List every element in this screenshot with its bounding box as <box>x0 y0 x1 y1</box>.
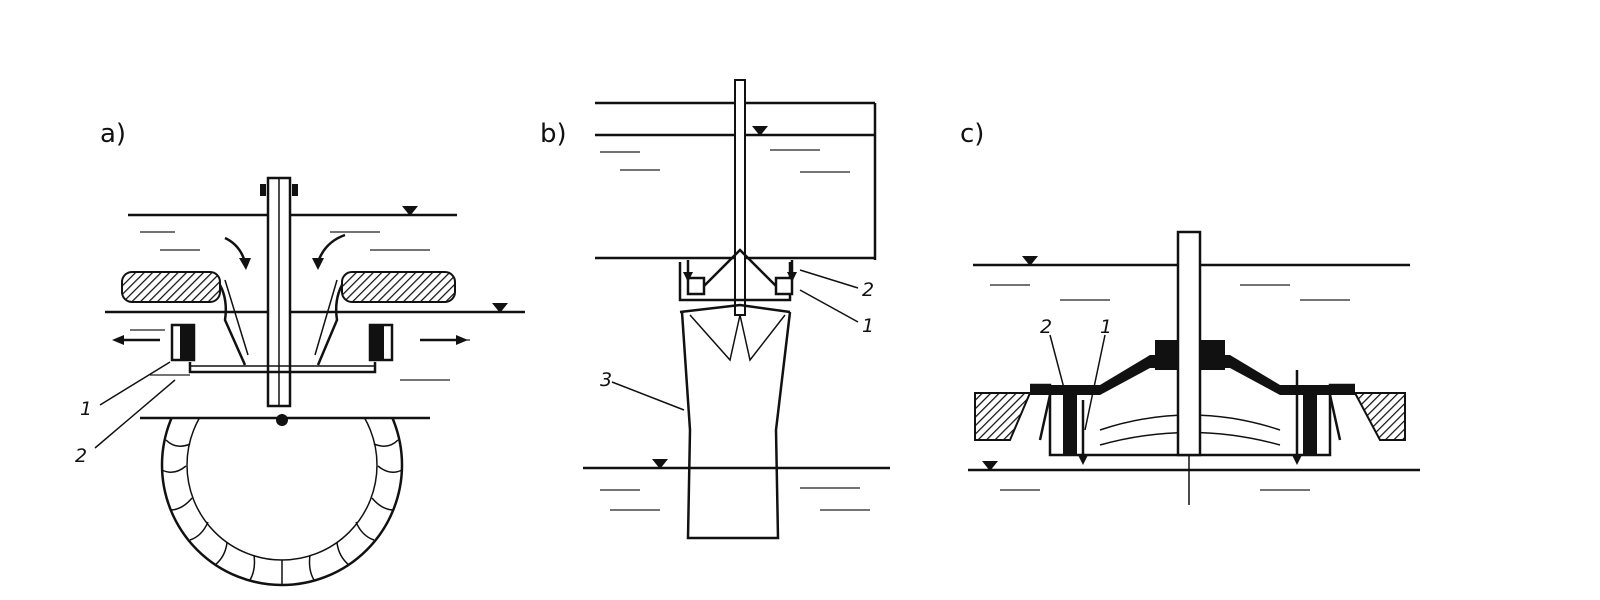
intake-wall-right <box>316 284 344 366</box>
water-level-triangle-icon <box>982 461 998 471</box>
turbine-shaft <box>734 79 746 316</box>
water-level-triangle-icon <box>1022 256 1038 266</box>
concrete-slab-left <box>121 271 221 303</box>
panel-b: b) 2 1 3 <box>540 79 890 540</box>
callout-1: 1 <box>1100 316 1112 338</box>
wall-left <box>974 392 1032 441</box>
panel-a: a) <box>75 119 525 587</box>
panel-b-label: b) <box>540 119 567 149</box>
flow-arrow <box>316 233 346 263</box>
turbine-shaft <box>1176 230 1202 457</box>
callout-2: 2 <box>75 445 87 467</box>
water-dashes <box>130 231 470 381</box>
water-level-triangle-icon <box>752 126 768 136</box>
panel-c: c) 2 1 <box>960 119 1420 505</box>
callout-3: 3 <box>600 369 612 391</box>
draft-tube <box>680 311 792 540</box>
panel-a-label: a) <box>100 119 126 149</box>
panel-c-label: c) <box>960 119 984 149</box>
water-level-triangle-icon <box>402 206 418 216</box>
water-level-triangle-icon <box>652 459 668 469</box>
water-dashes <box>600 149 870 511</box>
wall-right <box>1353 392 1406 441</box>
concrete-slab-right <box>341 271 456 303</box>
water-dashes <box>990 284 1350 491</box>
callout-2: 2 <box>1040 316 1052 338</box>
callout-2: 2 <box>862 279 874 301</box>
callout-1: 1 <box>80 398 92 420</box>
callout-1: 1 <box>862 315 874 337</box>
water-level-triangle-icon <box>492 303 508 313</box>
intake-wall-left <box>218 284 247 366</box>
runner-disc <box>188 362 377 374</box>
runner-plan-view <box>160 418 404 587</box>
